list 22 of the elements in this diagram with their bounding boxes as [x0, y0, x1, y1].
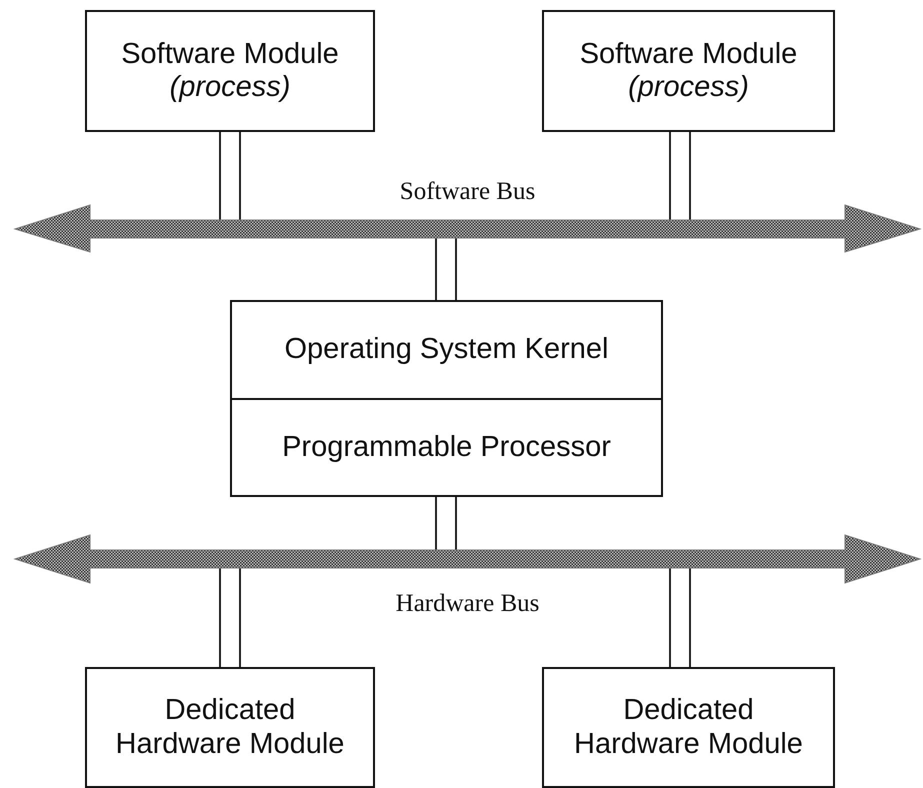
- module-box: [542, 10, 835, 132]
- module-label: Software Module: [121, 38, 339, 71]
- bus-connector: [435, 237, 457, 301]
- bus-label: Software Bus: [400, 178, 536, 206]
- bus-connector: [669, 567, 691, 668]
- module-box: [542, 667, 835, 788]
- module-label: Dedicated Hardware Module: [573, 694, 804, 761]
- module-label: Operating System Kernel: [284, 333, 608, 367]
- module-label: Software Module: [580, 38, 798, 71]
- module-box: [230, 398, 663, 497]
- module-box: [85, 667, 375, 788]
- bus-connector: [219, 131, 241, 221]
- bus-connector: [219, 567, 241, 668]
- bus-connector: [435, 496, 457, 551]
- bus-connector: [669, 131, 691, 221]
- bus-label: Hardware Bus: [396, 590, 540, 618]
- module-label: Dedicated Hardware Module: [114, 694, 346, 761]
- module-box: [85, 10, 375, 132]
- module-box: [230, 300, 663, 400]
- module-subtitle: (process): [170, 71, 290, 104]
- module-subtitle: (process): [628, 71, 749, 104]
- module-label: Programmable Processor: [282, 430, 611, 464]
